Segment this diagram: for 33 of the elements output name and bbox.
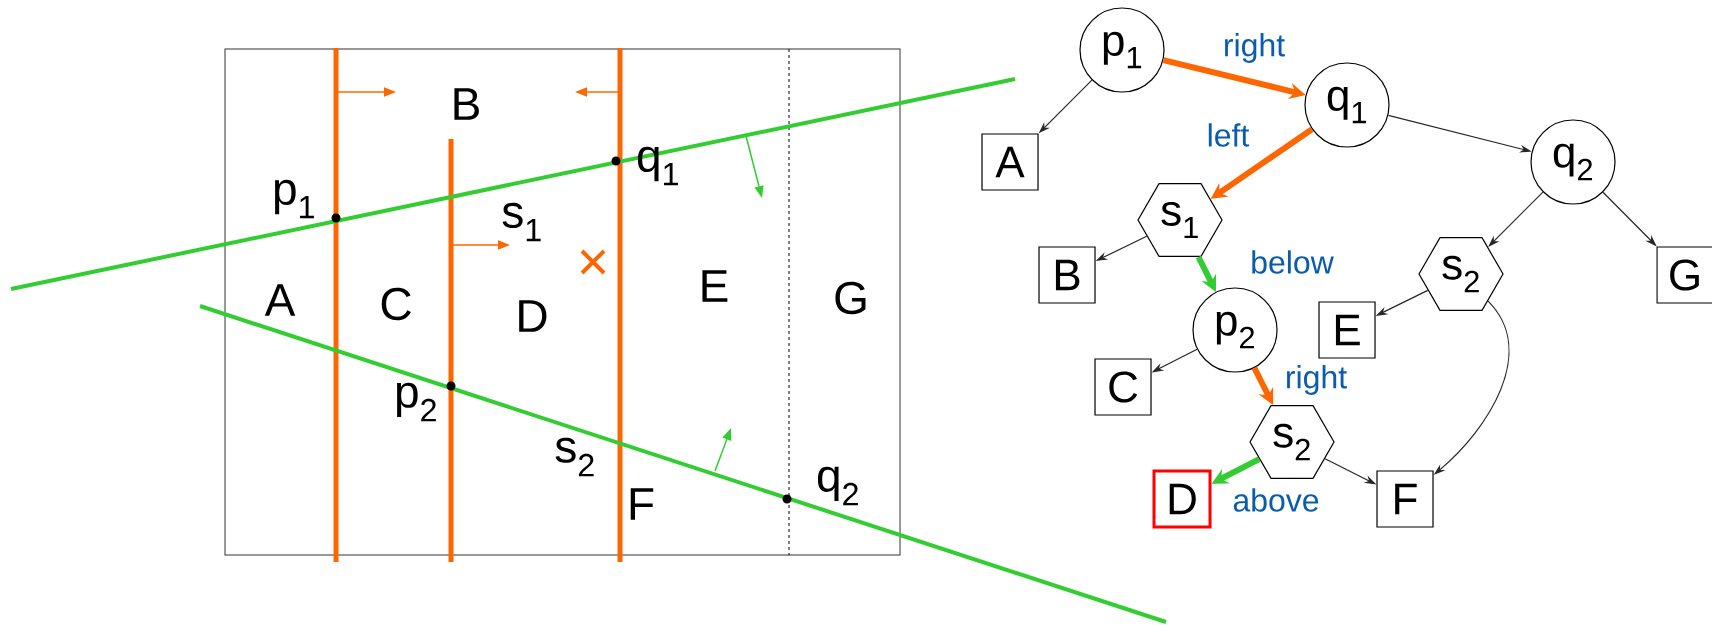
edge-label: right	[1221, 32, 1287, 64]
arrow	[1488, 191, 1544, 247]
region-label: A	[264, 284, 296, 316]
circle-node: q$_{2}$	[1530, 119, 1616, 205]
leaf-box: A	[981, 133, 1039, 191]
hexagon-node: s$_{2}$	[1249, 405, 1335, 479]
region-label: q$_{2}$	[817, 466, 858, 506]
circle-node: p$_{2}$	[1192, 287, 1278, 373]
leaf-box: C	[1094, 358, 1152, 416]
leaf-box: G	[1656, 246, 1712, 304]
region-label: F	[630, 488, 654, 520]
circle-node: q$_{1}$	[1304, 62, 1390, 148]
region-label: p$_{2}$	[397, 382, 436, 422]
edge-label: below	[1249, 249, 1335, 275]
region-label: G	[835, 281, 866, 315]
hexagon-node: s$_{1}$	[1137, 183, 1223, 257]
edge-label: left	[1205, 122, 1251, 148]
region-label: s$_{1}$	[502, 202, 541, 242]
region-label: p$_{1}$	[275, 179, 314, 219]
hexagon-node: s$_{2}$	[1418, 237, 1504, 311]
edge-label: above	[1231, 487, 1321, 513]
leaf-box: F	[1376, 470, 1434, 528]
region-label: s$_{2}$	[555, 437, 594, 477]
leaf-box: B	[1038, 246, 1096, 304]
circle-node: p$_{1}$	[1079, 7, 1165, 93]
leaf-box: E	[1318, 301, 1376, 359]
region-label: D	[519, 300, 547, 332]
region-label: q$_{1}$	[637, 146, 678, 186]
region-label: E	[702, 270, 728, 302]
edge-label: right	[1283, 364, 1349, 396]
region-label: B	[454, 88, 479, 120]
highlighted-leaf-box: D	[1152, 469, 1212, 529]
region-label: C	[381, 287, 411, 321]
